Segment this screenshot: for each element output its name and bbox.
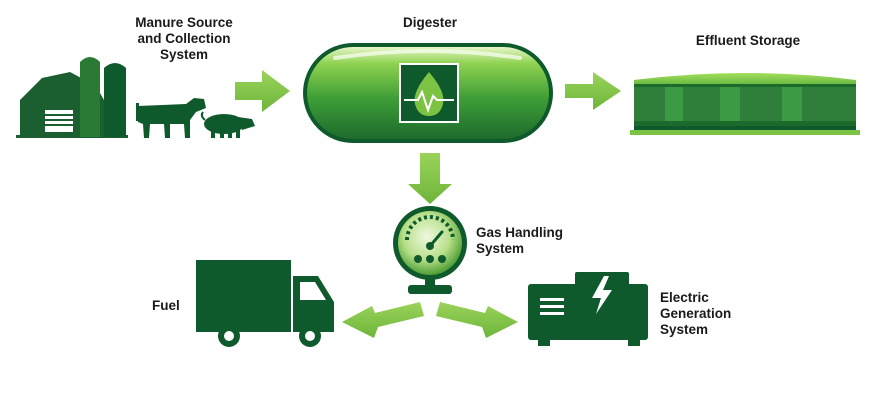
arrow-farm-to-digester — [235, 70, 290, 112]
silo-icon — [80, 57, 126, 137]
storage-tank-icon — [630, 73, 860, 135]
arrow-gas-to-fuel — [342, 302, 424, 338]
electric-generation-label: Electric Generation System — [660, 290, 732, 337]
arrow-digester-to-storage — [565, 72, 621, 110]
lightning-icon — [592, 276, 612, 314]
manure-source-label: Manure Source and Collection System — [135, 15, 233, 62]
gas-handling-label: Gas Handling System — [476, 225, 564, 256]
cow-icon — [136, 98, 206, 138]
arrow-digester-to-gas — [408, 153, 452, 204]
digester-label: Digester — [402, 15, 458, 30]
generator-icon — [528, 272, 648, 346]
flame-icon — [404, 72, 454, 116]
fuel-label: Fuel — [152, 298, 180, 313]
pig-icon — [200, 111, 255, 138]
gauge-icon — [393, 206, 467, 294]
effluent-storage-label: Effluent Storage — [695, 33, 801, 48]
truck-icon — [196, 260, 334, 347]
arrow-gas-to-generator — [436, 302, 518, 338]
